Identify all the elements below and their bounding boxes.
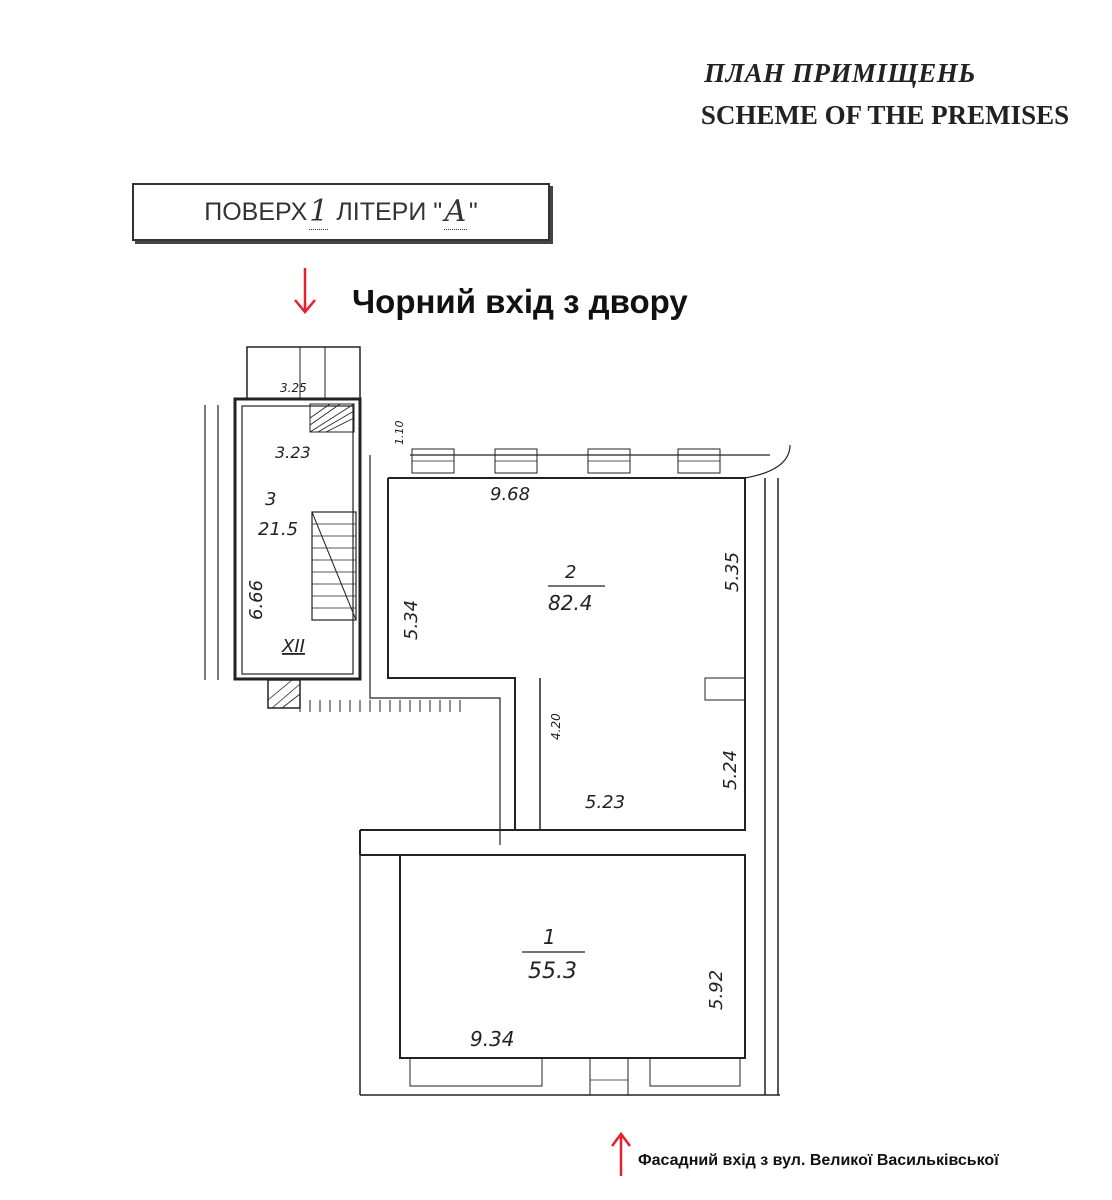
- room-3-area: 21.5: [258, 519, 298, 540]
- back-entrance-label: Чорний вхід з двору: [352, 283, 688, 320]
- room-2-dim-right-lower: 5.24: [720, 750, 741, 790]
- room-2-labels: 9.68 5.34 2 82.4 5.35 4.20 5.24 5.23: [401, 484, 743, 813]
- room-1-dim-right: 5.92: [706, 970, 727, 1010]
- room-3-dim-stair: 3.25: [280, 381, 307, 395]
- floor-label: ПОВЕРХ: [204, 197, 308, 226]
- room-1-labels: 1 55.3 5.92 9.34: [470, 925, 727, 1051]
- letter-close: ": [468, 197, 478, 226]
- room-1-number: 1: [543, 925, 556, 949]
- room-3-number: 3: [265, 489, 276, 510]
- room-3-dim-left: 6.66: [246, 580, 267, 620]
- floor-stamp: ПОВЕРХ 1 ЛІТЕРИ " А ": [132, 183, 550, 241]
- letter-value: А: [444, 194, 467, 230]
- front-entrance-arrow-icon: [611, 1131, 631, 1176]
- plan-title-en: SCHEME OF THE PREMISES: [700, 100, 1070, 130]
- room-3-dim-top: 3.23: [275, 443, 311, 462]
- room-1-area: 55.3: [528, 959, 577, 984]
- letter-label: ЛІТЕРИ ": [336, 197, 443, 226]
- room-2-dim-top: 9.68: [490, 484, 530, 505]
- room-2-dim-left: 5.34: [401, 600, 422, 640]
- room-2-area: 82.4: [548, 591, 593, 615]
- back-entrance-arrow-icon: [294, 268, 316, 314]
- plan-title-uk: ПЛАН ПРИМІЩЕНЬ: [704, 58, 976, 88]
- room-2-number: 2: [565, 562, 576, 583]
- room-2-dim-inner: 4.20: [549, 713, 563, 740]
- floor-value: 1: [309, 194, 329, 230]
- room-1-dim-bottom: 9.34: [470, 1027, 515, 1051]
- room-3-dim-ext: 1.10: [393, 421, 406, 446]
- room-2-dim-right: 5.35: [722, 552, 743, 592]
- front-entrance-label: Фасадний вхід з вул. Великої Васильківсь…: [638, 1152, 999, 1169]
- room-3-labels: 3.25 1.10 3.23 3 21.5 6.66 XII: [246, 381, 406, 657]
- room-3-label: XII: [281, 636, 305, 657]
- room-2-dim-bottom: 5.23: [585, 792, 625, 813]
